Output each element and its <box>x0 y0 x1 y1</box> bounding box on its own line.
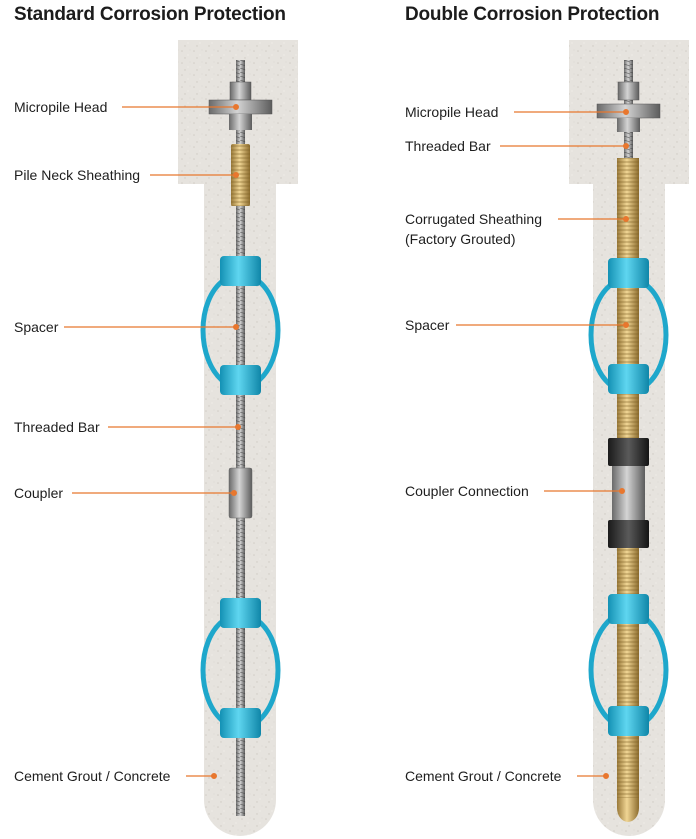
label-micropile-head-double: Micropile Head <box>405 104 499 120</box>
standard-head-sleeve <box>229 114 252 130</box>
standard-panel-title: Standard Corrosion Protection <box>14 4 286 25</box>
label-pile-neck-sheathing: Pile Neck Sheathing <box>14 167 141 183</box>
label-threaded-bar-standard: Threaded Bar <box>14 419 100 435</box>
label-spacer-standard: Spacer <box>14 319 59 335</box>
label-threaded-bar-double: Threaded Bar <box>405 138 491 154</box>
label-cement-grout-double: Cement Grout / Concrete <box>405 768 562 784</box>
double-spacer-upper <box>588 258 669 394</box>
double-head-sleeve <box>617 118 640 132</box>
standard-neck-sheathing <box>231 144 250 206</box>
label-micropile-head-standard: Micropile Head <box>14 99 108 115</box>
label-factory-grouted: (Factory Grouted) <box>405 231 516 247</box>
label-spacer-double: Spacer <box>405 317 450 333</box>
double-head-nut <box>617 81 640 101</box>
double-coupler-connection <box>608 438 649 548</box>
standard-spacer-lower <box>200 598 281 738</box>
standard-spacer-upper <box>200 256 281 395</box>
double-panel-title: Double Corrosion Protection <box>405 4 660 25</box>
standard-threaded-bar <box>236 60 245 816</box>
label-coupler: Coupler <box>14 485 64 501</box>
label-corrugated-sheathing: Corrugated Sheathing <box>405 211 542 227</box>
standard-head-nut <box>229 81 252 101</box>
double-spacer-lower <box>588 594 669 736</box>
label-cement-grout-standard: Cement Grout / Concrete <box>14 768 171 784</box>
label-coupler-connection: Coupler Connection <box>405 483 529 499</box>
standard-leader-lines <box>64 103 242 779</box>
double-leader-lines <box>456 108 629 779</box>
